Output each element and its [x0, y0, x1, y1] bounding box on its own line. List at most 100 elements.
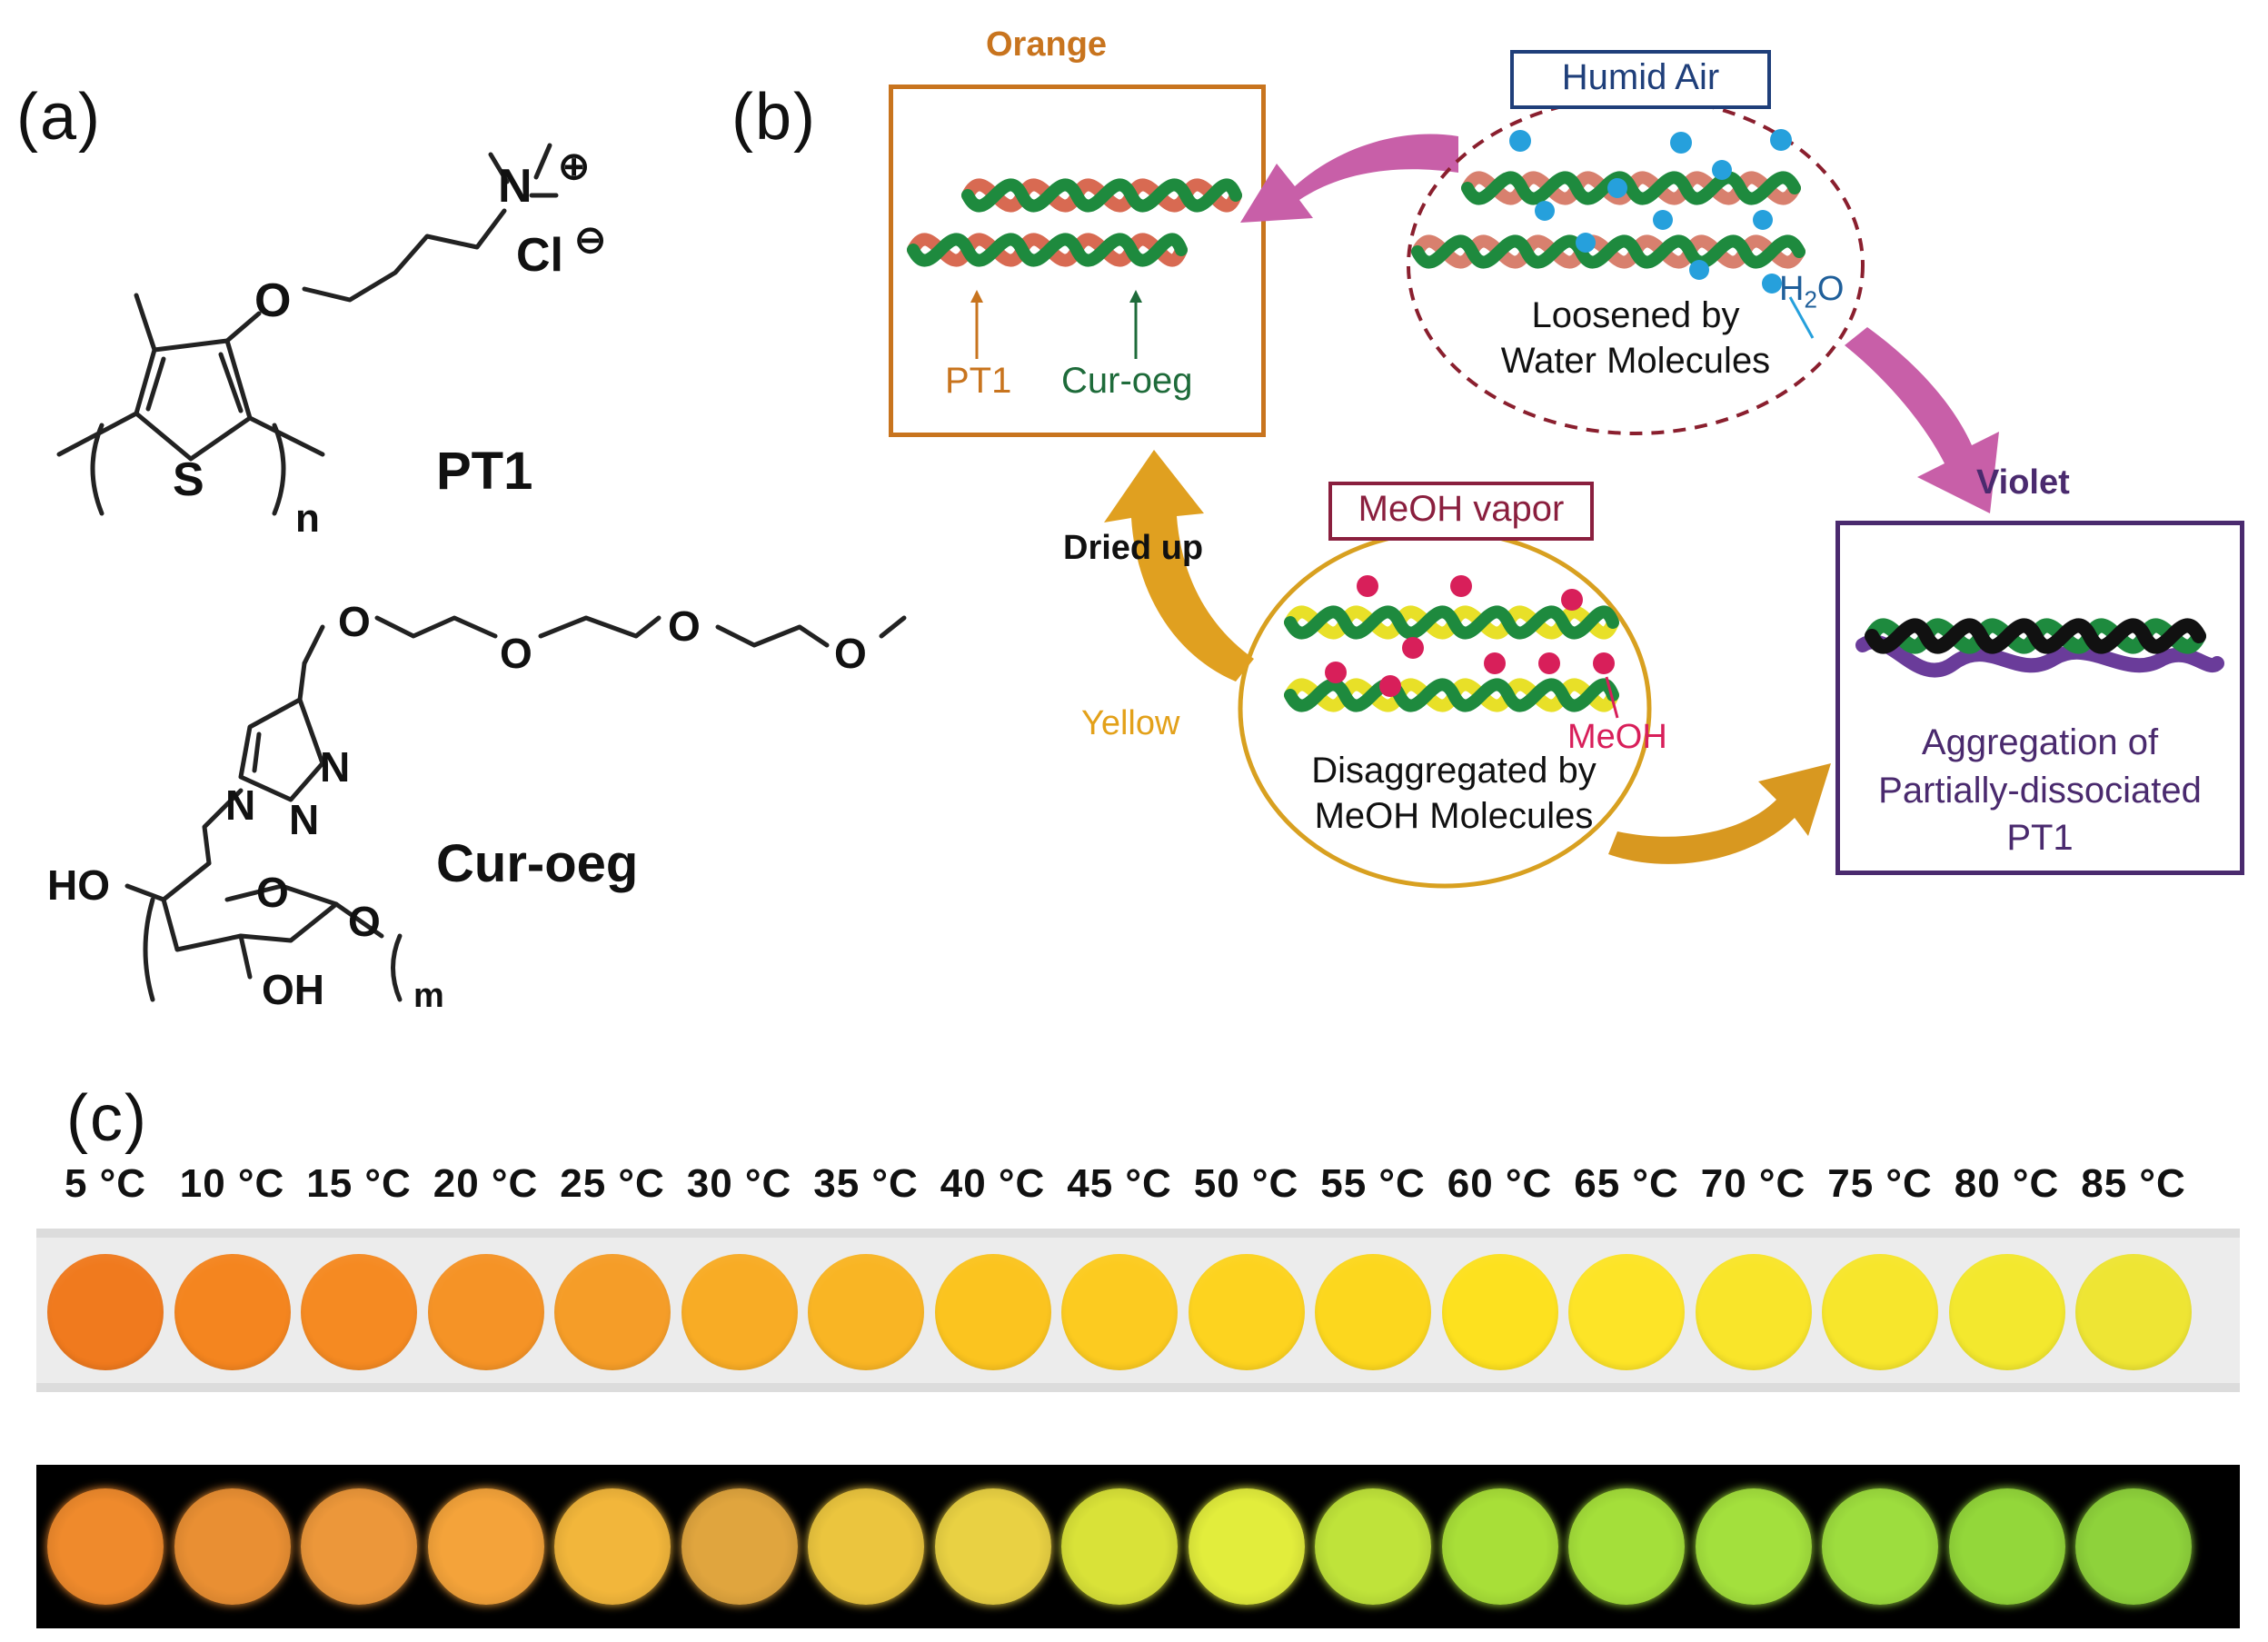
daylight-well [301, 1254, 417, 1370]
water-label-h: H [1779, 270, 1805, 308]
atom-o-ring: O [256, 869, 289, 916]
temperature-label: 10 °C [179, 1161, 285, 1206]
uv-well [47, 1488, 164, 1605]
panel-label-a: (a) [16, 81, 102, 154]
cur-oeg-name: Cur-oeg [436, 834, 638, 893]
temperature-label: 20 °C [433, 1161, 539, 1206]
meoh-vapor-tag [1328, 482, 1594, 541]
uv-wells [36, 1465, 2240, 1628]
temperature-label: 55 °C [1320, 1161, 1426, 1206]
meoh-vapor-circle [1238, 529, 1652, 889]
atom-n-plus: N [498, 160, 532, 213]
atom-ho: HO [47, 861, 110, 909]
atom-minus-charge: ⊖ [574, 218, 606, 261]
daylight-well [47, 1254, 164, 1370]
temperature-label: 5 °C [64, 1161, 147, 1206]
uv-well [1568, 1488, 1685, 1605]
loosened-line-1: Loosened by [1531, 295, 1740, 335]
uv-well [681, 1488, 798, 1605]
pt1-arrow-label: PT1 [945, 361, 1012, 401]
temperature-label: 75 °C [1827, 1161, 1933, 1206]
temperature-label-row: 5 °C 10 °C 15 °C 20 °C 25 °C 30 °C 35 °C 40 °C 4… [0, 1161, 2268, 1216]
daylight-well [681, 1254, 798, 1370]
atom-o-peg2: O [500, 630, 532, 677]
humid-air-tag [1510, 50, 1771, 109]
temperature-label: 70 °C [1700, 1161, 1806, 1206]
uv-well [1441, 1488, 1558, 1605]
arrow-humid-to-violet [1845, 327, 1999, 513]
daylight-well [1061, 1254, 1178, 1370]
temperature-label: 65 °C [1574, 1161, 1679, 1206]
humid-air-circle [1407, 95, 1865, 435]
daylight-well [934, 1254, 1051, 1370]
temperature-label: 40 °C [940, 1161, 1046, 1206]
daylight-plate [36, 1229, 2240, 1392]
uv-well [934, 1488, 1051, 1605]
temperature-label: 45 °C [1067, 1161, 1172, 1206]
daylight-well [427, 1254, 544, 1370]
pt1-name: PT1 [436, 442, 532, 501]
atom-s: S [173, 453, 204, 506]
daylight-well [1822, 1254, 1938, 1370]
atom-o-peg3: O [668, 602, 701, 650]
violet-state-box [1835, 521, 2244, 875]
arrow-humid-to-orange [1240, 134, 1458, 223]
helix-bundle-orange [907, 178, 1242, 267]
uv-well [427, 1488, 544, 1605]
aggregation-line-3: PT1 [2006, 818, 2074, 858]
atom-o-peg1: O [338, 598, 371, 645]
uv-well [2075, 1488, 2192, 1605]
uv-well [301, 1488, 417, 1605]
atom-n-subscript: n [295, 496, 320, 541]
uv-plate [36, 1465, 2240, 1628]
cur-oeg-arrow-label: Cur-oeg [1061, 361, 1193, 401]
panel-label-c: (c) [66, 1082, 148, 1155]
daylight-well [174, 1254, 291, 1370]
water-label-o: O [1816, 270, 1845, 308]
orange-state-title: Orange [986, 25, 1108, 64]
daylight-well [2075, 1254, 2192, 1370]
water-label: H2O [1779, 270, 1844, 314]
uv-well [174, 1488, 291, 1605]
atom-o-ether: O [254, 274, 291, 327]
daylight-well [1441, 1254, 1558, 1370]
uv-well [1061, 1488, 1178, 1605]
daylight-well [554, 1254, 671, 1370]
temperature-label: 35 °C [813, 1161, 919, 1206]
uv-well [1822, 1488, 1938, 1605]
atom-o-glycosidic: O [348, 898, 381, 945]
uv-well [1948, 1488, 2065, 1605]
violet-state-title: Violet [1976, 463, 2070, 502]
arrow-meoh-to-orange [1104, 450, 1254, 682]
temperature-label: 25 °C [560, 1161, 665, 1206]
triazole-n-b: N [225, 781, 255, 829]
dried-up-label: Dried up [1063, 529, 1204, 567]
triazole-n-c: N [289, 796, 319, 843]
daylight-wells [36, 1229, 2240, 1392]
daylight-well [1315, 1254, 1431, 1370]
uv-well [1188, 1488, 1305, 1605]
meoh-molecule-label: MeOH [1567, 718, 1667, 756]
temperature-label: 15 °C [306, 1161, 412, 1206]
aggregation-line-1: Aggregation of [1921, 722, 2159, 762]
temperature-label: 60 °C [1447, 1161, 1553, 1206]
chemical-structures: N ⊕ Cl ⊖ O S n PT1 O O O O N N N HO O O … [47, 143, 907, 1015]
uv-well [554, 1488, 671, 1605]
panel-label-b: (b) [731, 81, 817, 154]
daylight-well [1568, 1254, 1685, 1370]
daylight-well [1948, 1254, 2065, 1370]
helix-violet [1855, 618, 2224, 678]
atom-oh: OH [262, 966, 324, 1013]
daylight-well [808, 1254, 924, 1370]
temperature-label: 30 °C [686, 1161, 792, 1206]
atom-plus-charge: ⊕ [558, 144, 590, 187]
yellow-state-label: Yellow [1081, 704, 1180, 742]
atom-cl: Cl [516, 229, 563, 282]
orange-state-box [889, 85, 1266, 437]
uv-well [808, 1488, 924, 1605]
daylight-well [1695, 1254, 1812, 1370]
atom-m-subscript: m [413, 977, 444, 1015]
temperature-label: 80 °C [1954, 1161, 2060, 1206]
triazole-n-a: N [320, 743, 350, 791]
humid-air-label: Humid Air [1561, 57, 1720, 97]
